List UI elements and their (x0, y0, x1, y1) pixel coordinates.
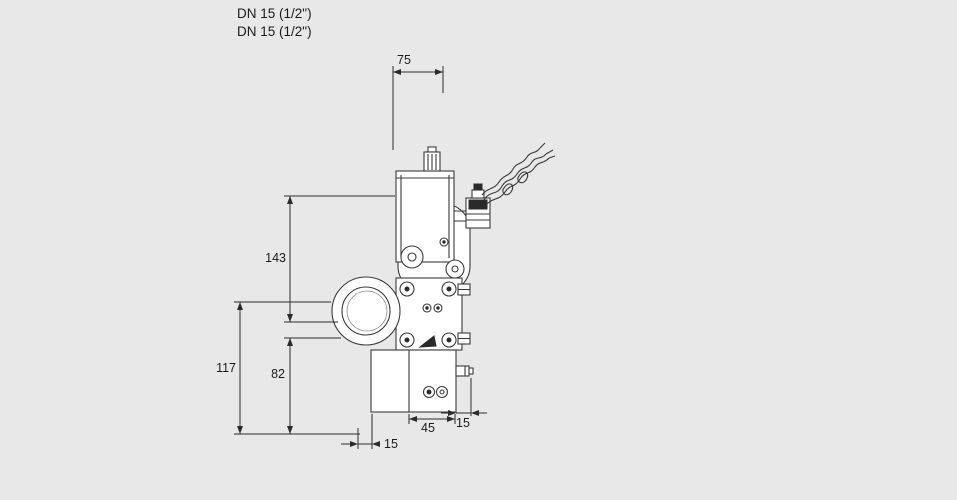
dim-82-arrow-top (287, 338, 293, 346)
inlet-flange (331, 276, 401, 346)
bolt-dot-1 (404, 286, 410, 292)
small-port-dot (442, 240, 446, 244)
upper-body-details (400, 237, 465, 279)
nipple-body (455, 365, 470, 377)
wire-2 (485, 157, 550, 206)
bolt-dot-3 (404, 337, 410, 343)
cap-nub (427, 146, 437, 153)
dim-bottom-width: 45 (408, 414, 456, 435)
dim-143-value: 143 (265, 251, 286, 265)
connector-cable-entry (473, 183, 483, 191)
left-boss-circle (400, 245, 424, 269)
connector-dark-panel (468, 199, 488, 210)
dim-117-arrow-bottom (237, 426, 243, 434)
dim-75-value: 75 (397, 53, 411, 67)
cylinder-shading-lines (396, 175, 454, 258)
dim-143-arrow-top (287, 196, 293, 204)
flow-arrow-icon (418, 335, 437, 348)
dim-45-arrow-right (447, 416, 455, 422)
dim-143-lines (284, 195, 395, 323)
dim-actuator-height: 143 (265, 195, 395, 323)
connector-lines (466, 213, 490, 221)
dim-143-arrow-bottom (287, 314, 293, 322)
dim-117-value: 117 (216, 361, 236, 375)
pressure-regulator-block (370, 349, 457, 413)
dim-body-lower-height: 82 (271, 337, 341, 434)
dim-75-lines (392, 66, 444, 150)
cap-knurl-lines (427, 154, 437, 170)
center-screw-right-dot (436, 306, 440, 310)
wire-3 (481, 147, 541, 196)
dim-15s-lines (441, 378, 487, 416)
block-outline (370, 349, 457, 413)
wire-loop-2 (517, 171, 529, 184)
block-port-left-dot (426, 389, 432, 395)
product-size-label-1: DN 15 (1/2") (237, 6, 312, 21)
nipple-tip (468, 367, 474, 375)
flange-inner-circle (341, 286, 391, 336)
right-boss-circle (445, 259, 465, 279)
dim-top-width: 75 (392, 53, 444, 150)
dim-15b-lines (341, 414, 373, 449)
valve-body (395, 277, 471, 351)
flange-thread-circle (346, 290, 388, 332)
dim-117-lines (234, 301, 360, 435)
dim-15b-arrow-right (372, 441, 380, 447)
test-nipple (455, 365, 474, 377)
wire-loop-1 (502, 183, 514, 196)
dim-45-value: 45 (421, 421, 435, 435)
solenoid-connector (454, 183, 491, 229)
dim-15s-arrow-left (448, 410, 456, 416)
dim-bottom-left-offset: 15 (341, 414, 398, 451)
center-screw-left-dot (425, 306, 429, 310)
dim-75-arrow-right (435, 69, 443, 75)
dim-82-lines (284, 337, 341, 434)
right-boss-inner (451, 265, 459, 273)
actuator-cap (423, 146, 441, 172)
dim-total-lower-height: 117 (216, 301, 360, 435)
dim-15s-value: 15 (456, 416, 470, 430)
wire-1 (483, 153, 547, 201)
block-port-right (435, 385, 449, 399)
wire-ends (539, 142, 556, 159)
dim-82-value: 82 (271, 367, 285, 381)
dim-82-arrow-bottom (287, 426, 293, 434)
connector-stem (454, 210, 466, 222)
dim-45-arrow-left (409, 416, 417, 422)
dim-15s-arrow-right (471, 410, 479, 416)
bolt-dot-4 (446, 337, 452, 343)
dim-117-arrow-top (237, 302, 243, 310)
block-port-right-inner (439, 389, 445, 395)
bolt-dot-2 (446, 286, 452, 292)
dim-15b-arrow-left (350, 441, 358, 447)
dim-side-offset: 15 (441, 378, 487, 430)
product-size-label-2: DN 15 (1/2") (237, 24, 312, 39)
dim-15b-value: 15 (384, 437, 398, 451)
left-boss-inner (407, 252, 417, 262)
dim-75-arrow-left (393, 69, 401, 75)
connector-wires (481, 142, 556, 206)
